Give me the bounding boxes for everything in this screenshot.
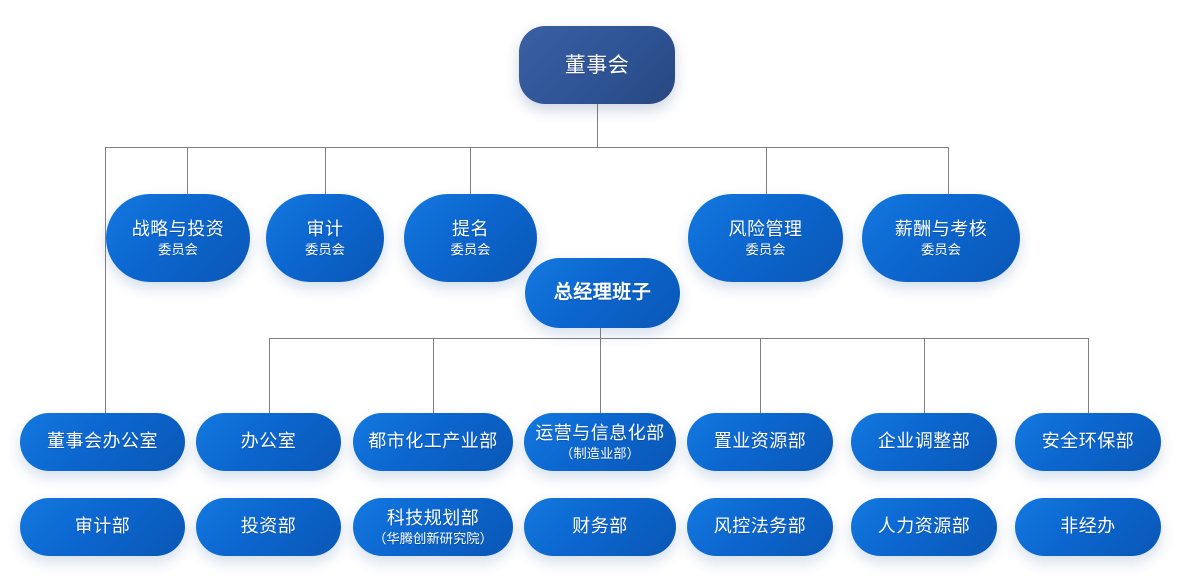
node-label: 都市化工产业部 [368,431,498,452]
node-department-r1-3[interactable]: 运营与信息化部 （制造业部） [524,413,676,471]
node-label: 风险管理 [728,218,803,239]
connector-dept-drop-2 [433,338,434,413]
node-department-r1-4[interactable]: 置业资源部 [687,413,833,471]
node-department-r2-6[interactable]: 非经办 [1015,498,1161,556]
node-committee-0[interactable]: 战略与投资委员会 [106,194,250,282]
node-label: 运营与信息化部 [535,422,665,443]
node-label: 审计 [306,218,344,239]
node-department-r1-2[interactable]: 都市化工产业部 [353,413,513,471]
node-label: 非经办 [1060,516,1116,537]
connector-committee-drop-3 [766,147,767,194]
node-label: 总经理班子 [553,281,652,303]
node-sublabel: 委员会 [305,242,345,257]
node-label: 审计部 [74,516,131,537]
node-label: 置业资源部 [713,431,807,452]
node-committee-4[interactable]: 薪酬与考核委员会 [862,194,1020,282]
node-sublabel: 委员会 [450,242,491,257]
connector-board-office-drop [105,147,106,413]
node-department-r1-0[interactable]: 董事会办公室 [20,413,185,471]
node-sublabel: 委员会 [745,242,786,257]
node-label: 投资部 [240,516,297,537]
node-board-of-directors[interactable]: 董事会 [519,26,675,104]
connector-committee-drop-2 [470,147,471,194]
connector-board-bus [105,147,948,148]
node-label: 风控法务部 [713,516,807,537]
node-committee-2[interactable]: 提名委员会 [404,194,537,282]
node-department-r2-1[interactable]: 投资部 [196,498,341,556]
connector-dept-drop-4 [760,338,761,413]
node-label: 提名 [452,218,489,239]
node-committee-1[interactable]: 审计委员会 [266,194,384,282]
node-committee-3[interactable]: 风险管理委员会 [688,194,843,282]
connector-committee-drop-4 [948,147,949,194]
node-department-r2-0[interactable]: 审计部 [20,498,185,556]
node-label: 战略与投资 [131,218,225,239]
node-label: 安全环保部 [1041,431,1135,452]
connector-dept-drop-1 [269,338,270,413]
node-sublabel: （制造业部） [560,446,640,461]
node-sublabel: 委员会 [921,242,961,257]
node-label: 人力资源部 [877,516,971,537]
node-label: 科技规划部 [386,507,480,528]
connector-committee-drop-1 [325,147,326,194]
node-department-r1-1[interactable]: 办公室 [196,413,341,471]
node-label: 薪酬与考核 [894,218,988,239]
node-department-r2-3[interactable]: 财务部 [524,498,676,556]
connector-committee-drop-0 [187,147,188,194]
node-sublabel: （华腾创新研究院） [373,531,493,546]
connector-dept-drop-6 [1088,338,1089,413]
node-label: 董事会 [564,52,630,77]
connector-gm-stem [600,328,601,338]
node-department-r2-2[interactable]: 科技规划部 （华腾创新研究院） [353,498,513,556]
node-label: 财务部 [572,516,628,537]
node-label: 企业调整部 [877,431,971,452]
node-department-r2-5[interactable]: 人力资源部 [851,498,997,556]
connector-dept-drop-3 [600,338,601,413]
node-sublabel: 委员会 [158,242,198,257]
node-department-r1-5[interactable]: 企业调整部 [851,413,997,471]
node-department-r1-6[interactable]: 安全环保部 [1015,413,1161,471]
node-department-r2-4[interactable]: 风控法务部 [687,498,833,556]
connector-dept-drop-5 [924,338,925,413]
node-general-manager[interactable]: 总经理班子 [525,258,680,328]
connector-gm-bus [269,338,1088,339]
node-label: 董事会办公室 [47,431,158,452]
node-label: 办公室 [240,431,297,452]
connector-root-stem [597,104,598,147]
